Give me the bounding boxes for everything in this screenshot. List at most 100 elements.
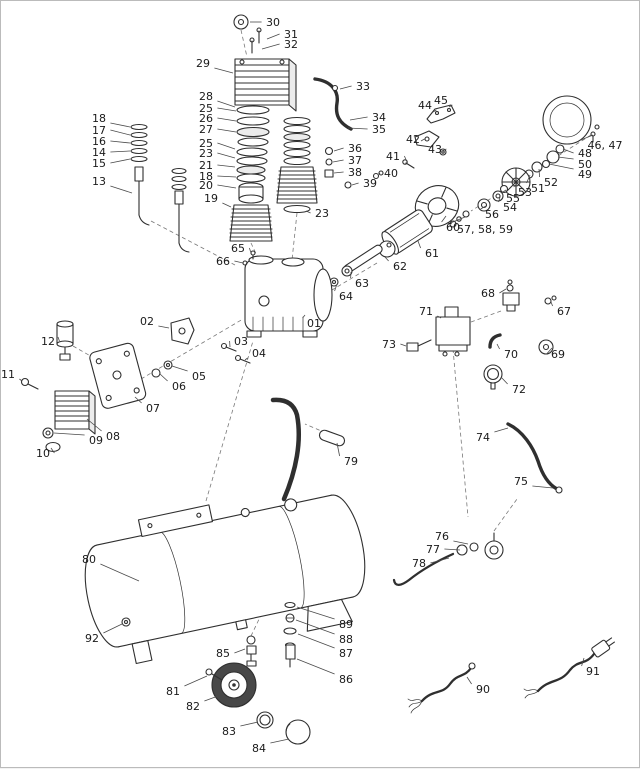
part-number-30: 30	[266, 16, 280, 29]
leader-line-16	[110, 141, 130, 143]
part-number-83: 83	[222, 725, 236, 738]
leader-line-48	[563, 149, 574, 153]
leader-line-81	[184, 676, 207, 686]
part-number-04: 04	[252, 347, 266, 360]
part-number-35: 35	[372, 123, 386, 136]
handle-tube	[273, 400, 299, 499]
part-number-76: 76	[435, 530, 449, 543]
leader-line-65	[249, 248, 251, 253]
leader-line-39	[352, 183, 359, 185]
leader-line-86	[297, 659, 335, 674]
part-number-15: 15	[92, 157, 106, 170]
part-number-64: 64	[339, 290, 353, 303]
leader-line-28	[217, 101, 235, 107]
part-number-labels-layer: 3031322933282526273435181716141513252321…	[1, 16, 623, 755]
leader-line-33	[340, 86, 352, 89]
part-number-06: 06	[172, 380, 186, 393]
leader-line-61	[418, 241, 421, 248]
part-number-23: 23	[315, 207, 329, 220]
part-number-80: 80	[82, 553, 96, 566]
air-filter-assembly	[22, 318, 251, 452]
leader-line-15	[110, 159, 130, 163]
part-number-84: 84	[252, 742, 266, 755]
part-number-78: 78	[412, 557, 426, 570]
part-number-03: 03	[234, 335, 248, 348]
part-number-39: 39	[363, 177, 377, 190]
part-number-66: 66	[216, 255, 230, 268]
leader-line-72	[501, 377, 508, 384]
part-number-33: 33	[356, 80, 370, 93]
part-number-29: 29	[196, 57, 210, 70]
part-number-53: 53	[518, 186, 532, 199]
leader-line-90	[467, 677, 472, 684]
leader-line-14	[110, 151, 130, 152]
part-number-27: 27	[199, 123, 213, 136]
leader-line-66	[234, 261, 243, 263]
part-number-05: 05	[192, 370, 206, 383]
leader-line-34	[350, 117, 368, 120]
part-number-09: 09	[89, 434, 103, 447]
motor-power-cord	[408, 663, 475, 713]
part-number-51: 51	[531, 182, 545, 195]
leader-line-02	[158, 326, 169, 328]
leader-line-83	[240, 722, 258, 726]
leader-line-41	[404, 156, 407, 162]
drain-valve	[247, 636, 256, 666]
part-number-62: 62	[393, 260, 407, 273]
cylinder-head	[235, 59, 296, 111]
leader-line-05	[172, 366, 188, 371]
leader-line-27	[217, 129, 236, 132]
part-number-72: 72	[512, 383, 526, 396]
plug-power-cord	[524, 635, 616, 698]
part-number-52: 52	[544, 176, 558, 189]
part-number-02: 02	[140, 315, 154, 328]
leader-line-37	[333, 160, 344, 162]
leader-line-12	[58, 337, 59, 341]
part-number-65: 65	[231, 242, 245, 255]
part-number-79: 79	[344, 455, 358, 468]
part-number-88: 88	[339, 633, 353, 646]
leader-line-84	[270, 739, 289, 743]
part-number-67: 67	[557, 305, 571, 318]
part-number-54: 54	[503, 201, 517, 214]
part-number-46-47: 46, 47	[588, 139, 623, 152]
part-number-87: 87	[339, 647, 353, 660]
part-number-07: 07	[146, 402, 160, 415]
leader-line-06	[160, 374, 168, 381]
filter-cap-and-screws	[234, 15, 261, 53]
part-number-91: 91	[586, 665, 600, 678]
part-number-10: 10	[36, 447, 50, 460]
part-number-82: 82	[186, 700, 200, 713]
part-number-32: 32	[284, 38, 298, 51]
part-number-56: 56	[485, 208, 499, 221]
part-number-77: 77	[426, 543, 440, 556]
leader-line-73	[400, 344, 406, 346]
part-number-49: 49	[578, 168, 592, 181]
second-cylinder-stack	[277, 118, 317, 213]
leader-line-18	[110, 123, 130, 127]
part-number-68: 68	[481, 287, 495, 300]
part-number-45: 45	[434, 94, 448, 107]
part-number-60: 60	[446, 221, 460, 234]
handle-grip	[318, 429, 346, 447]
leader-line-26	[217, 118, 236, 121]
leader-line-49	[549, 164, 574, 169]
leader-line-36	[334, 148, 344, 151]
intake-valve-parts	[131, 125, 189, 253]
part-number-90: 90	[476, 683, 490, 696]
part-number-73: 73	[382, 338, 396, 351]
part-number-86: 86	[339, 673, 353, 686]
part-number-63: 63	[355, 277, 369, 290]
part-number-38: 38	[348, 166, 362, 179]
valve-plate-gasket-stack	[237, 106, 269, 203]
cylinder-barrel	[230, 205, 272, 241]
leader-line-31	[267, 34, 280, 39]
part-number-81: 81	[166, 685, 180, 698]
leader-line-75	[532, 486, 553, 488]
part-number-41: 41	[386, 150, 400, 163]
part-number-70: 70	[504, 348, 518, 361]
leader-line-62	[385, 257, 389, 261]
part-number-42: 42	[406, 133, 420, 146]
leader-line-78	[430, 558, 449, 563]
